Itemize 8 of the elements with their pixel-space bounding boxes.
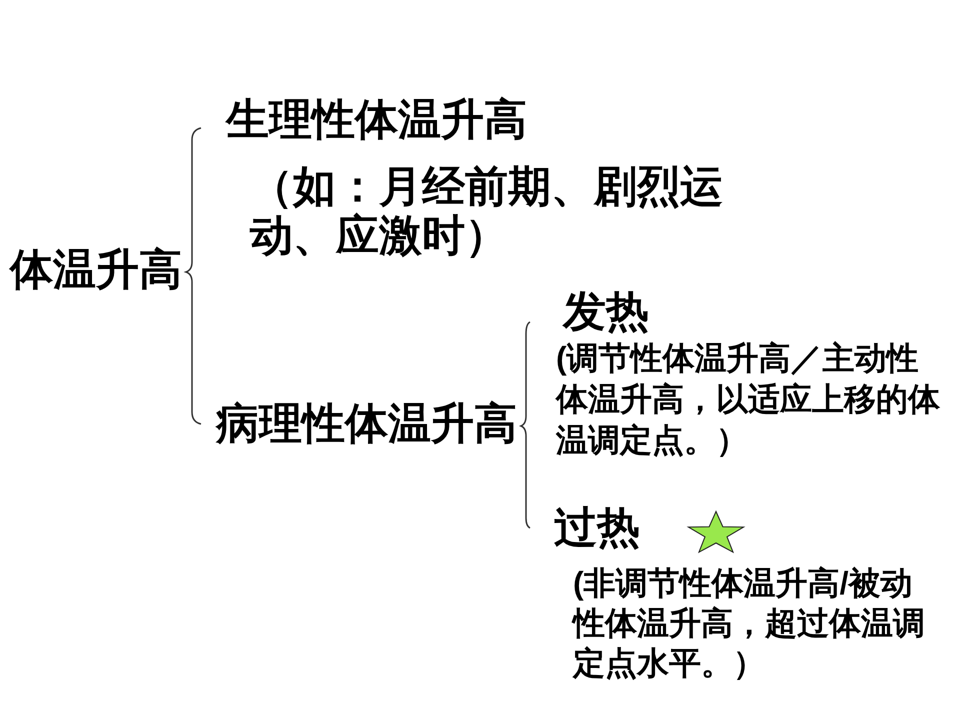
subcategory-label: 发热 xyxy=(563,288,649,337)
subcategory-label: 过热 xyxy=(554,504,640,553)
category-label: 生理性体温升高 xyxy=(226,96,527,145)
topic-label: 体温升高 xyxy=(10,246,182,295)
category-label: 病理性体温升高 xyxy=(216,400,517,449)
definition-note: (非调节性体温升高/被动性体温升高，超过体温调定点水平。） xyxy=(573,564,926,683)
example-note: （如：月经前期、剧烈运动、应激时） xyxy=(250,163,724,261)
definition-note: (调节性体温升高／主动性体温升高，以适应上移的体温调定点。） xyxy=(556,339,941,460)
